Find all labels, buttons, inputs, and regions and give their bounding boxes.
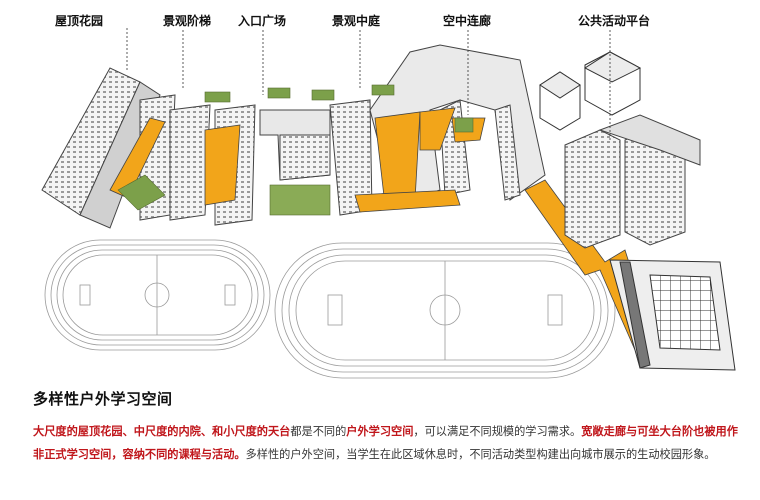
- label-sky-corridor: 空中连廊: [443, 13, 491, 28]
- label-public-platform: 公共活动平台: [578, 13, 650, 28]
- label-landscape-steps: 景观阶梯: [163, 13, 211, 28]
- left-running-track: [44, 239, 271, 351]
- school-building-ribbon: [41, 44, 546, 229]
- paragraph-text-2: ，可以满足不同规模的学习需求。: [413, 425, 582, 438]
- label-roof-garden: 屋顶花园: [55, 13, 103, 28]
- section-heading: 多样性户外学习空间: [33, 390, 173, 408]
- label-entrance-plaza: 入口广场: [238, 13, 286, 28]
- paragraph-text-1: 都是不同的: [290, 425, 347, 438]
- paragraph-highlight-3: 宽敞走廊与可坐大台阶也被用作非正式学习空间，容纳不同的课程与活动。: [33, 425, 738, 461]
- main-running-track: [274, 242, 616, 379]
- description-paragraph: 大尺度的屋顶花园、中尺度的内院、和小尺度的天台都是不同的户外学习空间，可以满足不…: [33, 420, 738, 466]
- paragraph-text-3: 多样性的户外空间，当学生在此区域休息时，不同活动类型构建出向城市展示的生动校园形…: [245, 448, 716, 461]
- leader-lines: [126, 28, 611, 140]
- gym-building: [609, 259, 736, 371]
- orange-corridor: [109, 107, 656, 351]
- label-landscape-courtyard: 景观中庭: [332, 13, 380, 28]
- right-tower-blocks: [564, 114, 701, 249]
- paragraph-highlight-2: 户外学习空间: [346, 425, 414, 438]
- context-buildings: [539, 51, 642, 131]
- green-roof-patches: [117, 84, 474, 216]
- campus-axonometric-diagram: 屋顶花园 景观阶梯 入口广场 景观中庭 空中连廊 公共活动平台: [41, 13, 736, 379]
- paragraph-highlight-1: 大尺度的屋顶花园、中尺度的内院、和小尺度的天台: [33, 425, 291, 438]
